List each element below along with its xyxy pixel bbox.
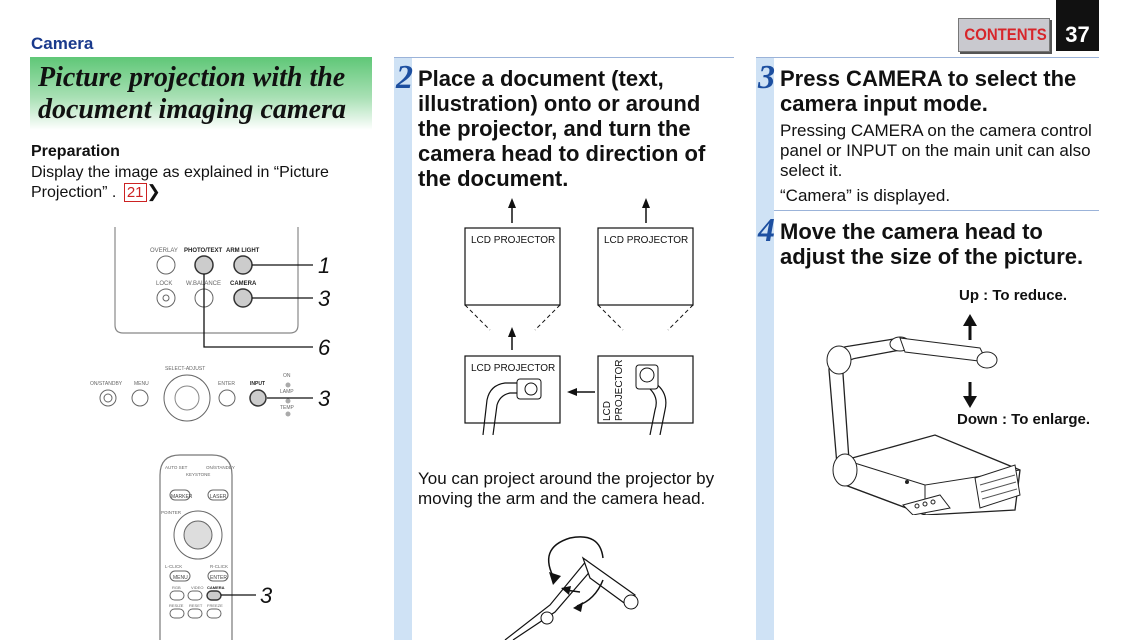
panel-label-photo-text: PHOTO/TEXT (184, 248, 223, 254)
camera-arm-rotation-illustration (504, 536, 639, 640)
overlay-button (156, 255, 176, 275)
step-2-bar (394, 58, 412, 640)
panel-label-menu: MENU (134, 381, 149, 387)
arrow-down-icon (963, 396, 977, 408)
remote-label-marker: MARKER (171, 494, 193, 500)
remote-label-resize: RESIZE (169, 603, 184, 608)
lcd-projector-label-3: LCD PROJECTOR (471, 363, 555, 374)
remote-label-camera: CAMERA (207, 585, 225, 590)
control-panel-illustration: OVERLAY PHOTO/TEXT ARM LIGHT LOCK W.BALA… (90, 227, 331, 422)
lcd-projector-box-1 (464, 227, 561, 306)
camera-button (233, 288, 253, 308)
remote-label-enter: ENTER (210, 575, 227, 581)
page-reference-link[interactable]: 21 (123, 183, 147, 202)
arm-light-button (233, 255, 253, 275)
input-button (249, 389, 267, 407)
step-3-text: Pressing CAMERA on the camera control pa… (780, 121, 1092, 180)
up-label: Up : To reduce. (959, 287, 1068, 304)
step-3-heading: Press CAMERA to select the camera input … (780, 66, 1077, 116)
step-divider (774, 210, 1099, 211)
step-2-number: 2 (396, 59, 413, 96)
page-title: Picture projection with the document ima… (38, 62, 346, 125)
lcd-rotated-label: LCD (602, 401, 613, 421)
down-label: Down : To enlarge. (957, 411, 1091, 428)
document-camera-illustration (826, 314, 1021, 515)
callout-3-camera: 3 (318, 286, 331, 311)
step-2-heading: Place a document (text, illustration) on… (418, 66, 706, 191)
remote-label-r-click: R-CLICK (210, 564, 228, 569)
panel-label-lock: LOCK (156, 281, 172, 287)
panel-label-enter: ENTER (218, 381, 235, 387)
panel-label-select-adjust: SELECT-ADJUST (165, 366, 205, 372)
contents-button[interactable]: CONTENTS (958, 18, 1050, 52)
chevron-right-icon: ❯ (146, 182, 161, 201)
photo-text-button (194, 255, 214, 275)
preparation-body: Display the image as explained in “Pictu… (31, 164, 329, 201)
callout-3-remote: 3 (260, 583, 273, 608)
lcd-projector-label-2: LCD PROJECTOR (604, 235, 688, 246)
steps-3-4-column (756, 57, 1099, 641)
step-2-column (394, 57, 734, 641)
remote-label-reset: RESET (189, 603, 203, 608)
panel-label-overlay: OVERLAY (150, 248, 178, 254)
remote-label-freeze: FREEZE (207, 603, 223, 608)
remote-label-rgb: RGB (172, 585, 181, 590)
remote-label-laser: LASER (210, 494, 227, 500)
callout-3-input: 3 (318, 386, 331, 411)
arrow-up-icon (963, 314, 977, 326)
contents-button-label: CONTENTS (964, 25, 1047, 44)
projector-rotated-label: PROJECTOR (614, 360, 625, 422)
panel-label-input: INPUT (250, 381, 265, 387)
callout-6: 6 (318, 335, 331, 360)
remote-label-keystone: KEYSTONE (186, 472, 210, 477)
section-label: Camera (31, 34, 94, 53)
remote-control-illustration: AUTO SET ON/STANDBY KEYSTONE MARKER LASE… (159, 454, 273, 640)
step-4-number: 4 (758, 212, 775, 249)
remote-label-video: VIDEO (191, 585, 203, 590)
steps-3-4-bar (756, 58, 774, 640)
panel-label-lamp: LAMP (280, 389, 294, 395)
step-3-number: 3 (758, 59, 775, 96)
panel-label-temp: TEMP (280, 405, 295, 411)
panel-label-camera: CAMERA (230, 281, 257, 287)
lcd-projector-box-3 (464, 355, 561, 424)
remote-label-pointer: POINTER (161, 510, 182, 515)
remote-label-l-click: L-CLICK (165, 564, 182, 569)
step-2-note: You can project around the projector by … (418, 469, 715, 508)
panel-label-arm-light: ARM LIGHT (226, 248, 260, 254)
step-3-camera-displayed: “Camera” is displayed. (780, 186, 951, 205)
lcd-projector-box-2 (597, 227, 694, 306)
preparation-text: Display the image as explained in “Pictu… (31, 163, 361, 202)
lcd-projector-label-1: LCD PROJECTOR (471, 235, 555, 246)
step-4-heading: Move the camera head to adjust the size … (780, 219, 1084, 269)
remote-label-menu: MENU (173, 575, 188, 581)
projector-placement-diagram: LCD PROJECTOR LCD PROJECTOR LCD PROJECTO… (464, 198, 694, 435)
panel-label-on: ON (283, 373, 291, 379)
preparation-heading: Preparation (31, 143, 120, 160)
remote-label-auto-set: AUTO SET (165, 465, 188, 470)
panel-label-on-standby: ON/STANDBY (90, 381, 123, 387)
page-number: 37 (1056, 0, 1099, 51)
callout-1: 1 (318, 253, 330, 278)
title-banner (30, 57, 372, 130)
remote-label-on-standby: ON/STANDBY (206, 465, 235, 470)
